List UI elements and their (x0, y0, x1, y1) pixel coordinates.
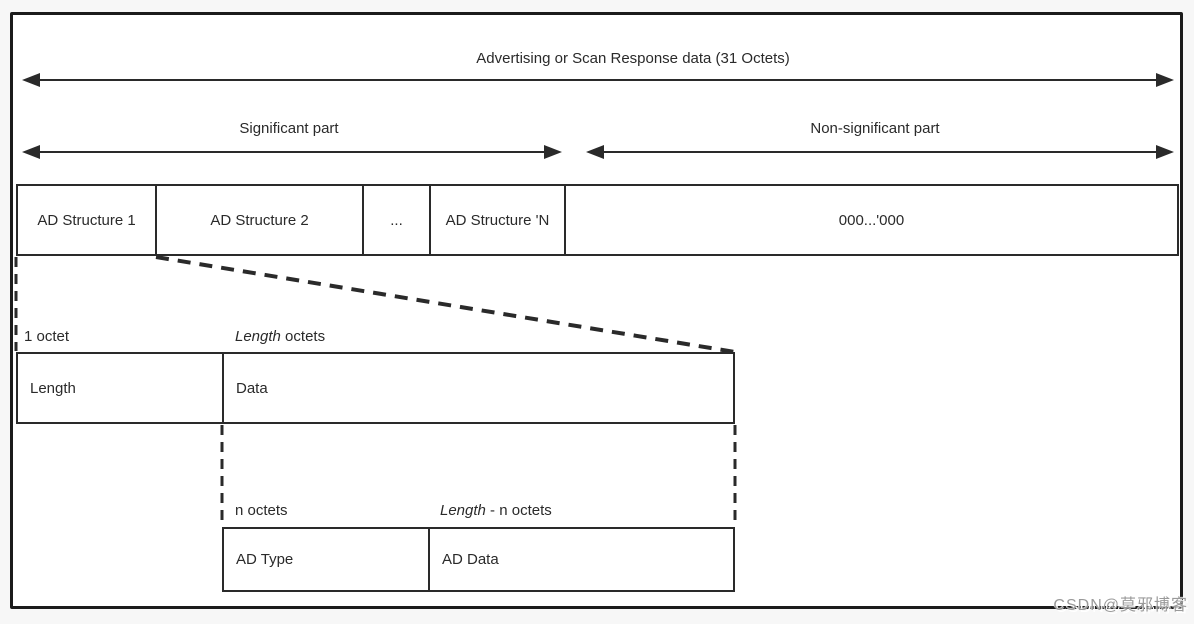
one-octet-label: 1 octet (24, 328, 70, 345)
length-octets-italic: Length (235, 328, 281, 345)
diagram-title: Advertising or Scan Response data (31 Oc… (476, 50, 790, 67)
diagram-outer-frame (10, 12, 1183, 609)
length-cell: Length (30, 379, 76, 397)
n-octets-label: n octets (235, 502, 288, 519)
ad-structure-n-cell: AD Structure 'N (429, 186, 564, 254)
ad-data-cell: AD Data (428, 529, 733, 590)
length-minus-n-octets-label: Length - n octets (440, 501, 552, 520)
ad-type-cell: AD Type (236, 551, 294, 568)
data-cell: Data (222, 354, 733, 422)
length-n-rest: - n octets (485, 502, 552, 519)
ad-structure-ellipsis-cell: ... (362, 186, 429, 254)
length-octets-rest: octets (280, 328, 326, 345)
length-octets-label: Length octets (235, 327, 325, 346)
significant-part-label: Significant part (239, 120, 339, 137)
non-significant-part-label: Non-significant part (810, 120, 940, 137)
ad-structure-2-cell: AD Structure 2 (155, 186, 362, 254)
non-significant-zeros-cell: 000...'000 (564, 186, 1177, 254)
length-n-italic: Length (440, 502, 486, 519)
ad-structure-1-cell: AD Structure 1 (37, 211, 136, 229)
ad-type-data-row: AD Type AD Data (222, 527, 735, 592)
ad-structures-row: AD Structure 1 AD Structure 2 ... AD Str… (16, 184, 1179, 256)
length-data-row: Length Data (16, 352, 735, 424)
csdn-watermark: CSDN@莫邪博客 (1053, 597, 1188, 614)
